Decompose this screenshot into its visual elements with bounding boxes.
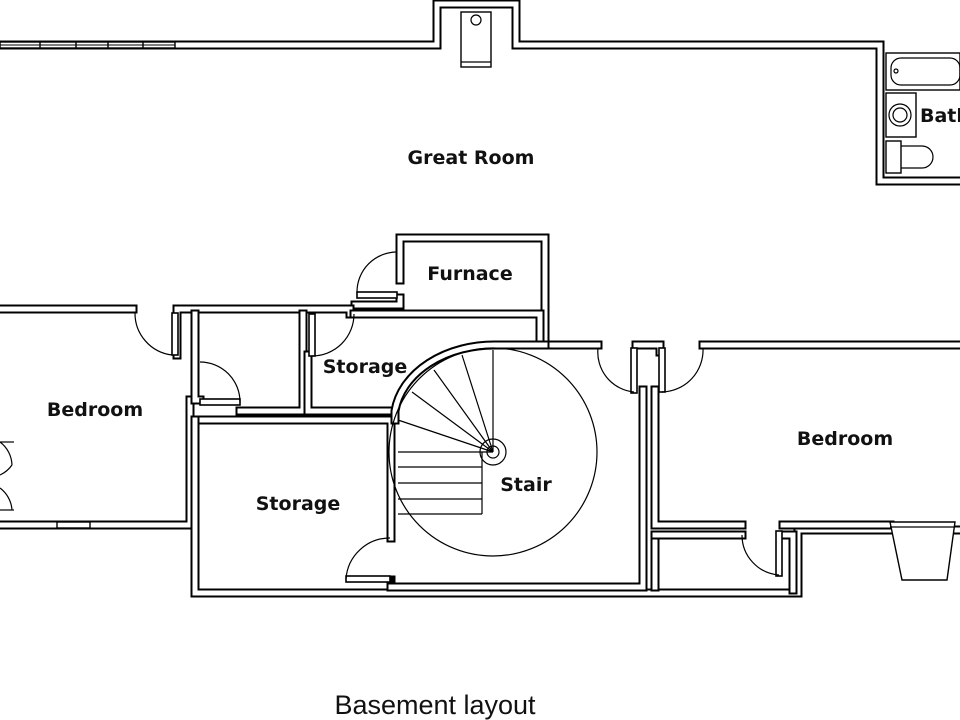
label-stair: Stair [500, 474, 552, 496]
door-furnace [356, 251, 398, 299]
label-bedroom-right: Bedroom [797, 428, 893, 450]
spiral-stair [388, 347, 598, 557]
walls [0, 0, 960, 598]
door-closet [199, 361, 241, 406]
stair-curved-wall [390, 340, 550, 425]
door-closet-right [741, 530, 783, 577]
door-storage-lower [345, 537, 391, 583]
door-stair-right [597, 347, 638, 394]
window-bedroom-bottom [56, 521, 91, 529]
label-bath: Bath [920, 105, 960, 127]
label-great-room: Great Room [408, 147, 535, 169]
windows-top-left [0, 41, 176, 49]
label-bedroom-left: Bedroom [47, 399, 143, 421]
sink-icon [885, 92, 917, 138]
door-bedroom-left [134, 312, 179, 356]
door-bedroom-left-exterior [0, 441, 14, 511]
plan-title: Basement layout [334, 690, 536, 720]
door-bedroom-right [658, 347, 704, 393]
door-storage-upper [308, 313, 355, 357]
water-heater-icon [460, 11, 492, 68]
label-storage-lower: Storage [256, 493, 341, 515]
bathtub-icon [885, 52, 960, 91]
toilet-icon [885, 140, 934, 174]
label-furnace: Furnace [427, 263, 512, 285]
bay-window-right [889, 521, 956, 581]
label-storage-upper: Storage [323, 356, 408, 378]
